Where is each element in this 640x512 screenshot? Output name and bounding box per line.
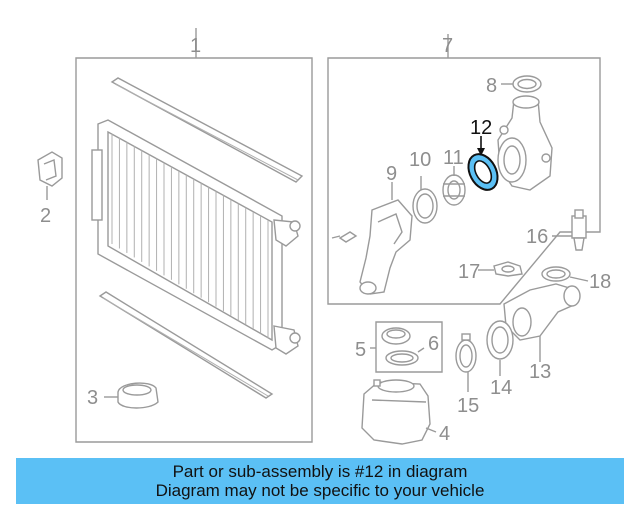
callout-4: 4 xyxy=(439,423,450,445)
reservoir-cap-box xyxy=(370,321,443,373)
callout-15: 15 xyxy=(457,395,479,417)
info-banner: Part or sub-assembly is #12 in diagram D… xyxy=(16,458,624,504)
callout-13: 13 xyxy=(529,361,551,383)
seal-part-14 xyxy=(486,320,514,376)
thermostat-housing xyxy=(497,95,553,191)
callout-11: 11 xyxy=(443,147,464,169)
flange-part-13 xyxy=(503,283,581,362)
gasket-part-17 xyxy=(478,261,523,277)
o-ring-part-10 xyxy=(412,176,438,224)
callout-12: 12 xyxy=(470,117,492,139)
parts-diagram: 1 2 3 4 5 6 7 8 9 10 11 12 13 14 15 16 1… xyxy=(37,28,611,445)
callout-9: 9 xyxy=(386,163,397,185)
coolant-pipe-part-9 xyxy=(331,182,413,295)
callout-7: 7 xyxy=(442,35,453,57)
seal-part-12 xyxy=(467,136,499,191)
callout-17: 17 xyxy=(458,261,480,283)
callout-5: 5 xyxy=(355,339,366,361)
callout-14: 14 xyxy=(490,377,512,399)
callout-6: 6 xyxy=(428,333,439,355)
callout-16: 16 xyxy=(526,226,548,248)
callout-10: 10 xyxy=(409,149,431,171)
radiator-mount-part-2 xyxy=(37,151,63,200)
banner-line-2: Diagram may not be specific to your vehi… xyxy=(155,481,485,500)
clamp-part-15 xyxy=(455,333,477,392)
reservoir-part-4 xyxy=(361,379,437,445)
o-ring-part-8 xyxy=(501,75,542,93)
radiator-assembly-panel xyxy=(75,28,313,443)
callout-3: 3 xyxy=(87,387,98,409)
thermostat-assembly-panel xyxy=(327,34,601,305)
o-ring-part-6 xyxy=(385,347,425,366)
callout-1: 1 xyxy=(190,35,201,57)
radiator xyxy=(91,119,301,355)
callout-2: 2 xyxy=(40,205,51,227)
sensor-part-16 xyxy=(552,209,587,251)
reservoir-cap-part-5 xyxy=(381,327,411,345)
bracket-part-3 xyxy=(104,382,159,409)
thermostat-part-11 xyxy=(442,166,466,206)
callout-8: 8 xyxy=(486,75,497,97)
o-ring-part-18 xyxy=(541,266,589,282)
banner-line-1: Part or sub-assembly is #12 in diagram xyxy=(172,462,468,481)
callout-18: 18 xyxy=(589,271,611,293)
